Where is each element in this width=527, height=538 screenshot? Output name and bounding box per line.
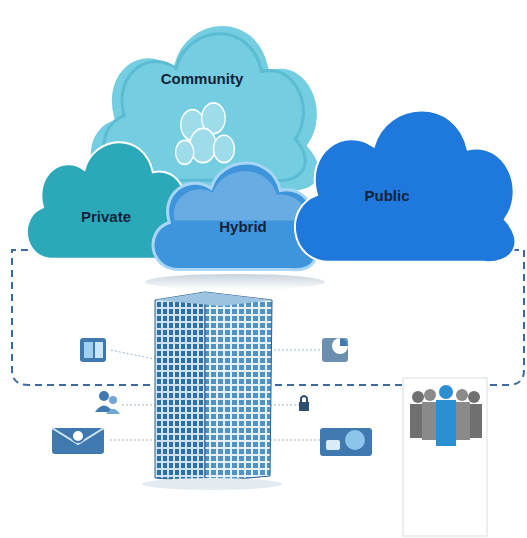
office-building [142, 292, 282, 490]
cloud-label: Community [161, 70, 244, 87]
cloud-outline [280, 92, 527, 274]
cloud-shadow [145, 274, 325, 290]
people-panel [403, 378, 487, 536]
lock-icon [299, 396, 309, 411]
email-icon [52, 428, 104, 454]
cloud-label: Public [364, 187, 409, 204]
media-icon [320, 428, 372, 456]
users-icon [95, 391, 120, 414]
dashed-boundary [490, 250, 524, 385]
chart-icon [322, 338, 348, 362]
people-group [410, 385, 482, 446]
cloud-shape: Public [280, 92, 527, 274]
cloud-label: Hybrid [219, 218, 267, 235]
cloud-label: Private [81, 208, 131, 225]
device-icon [80, 338, 106, 362]
